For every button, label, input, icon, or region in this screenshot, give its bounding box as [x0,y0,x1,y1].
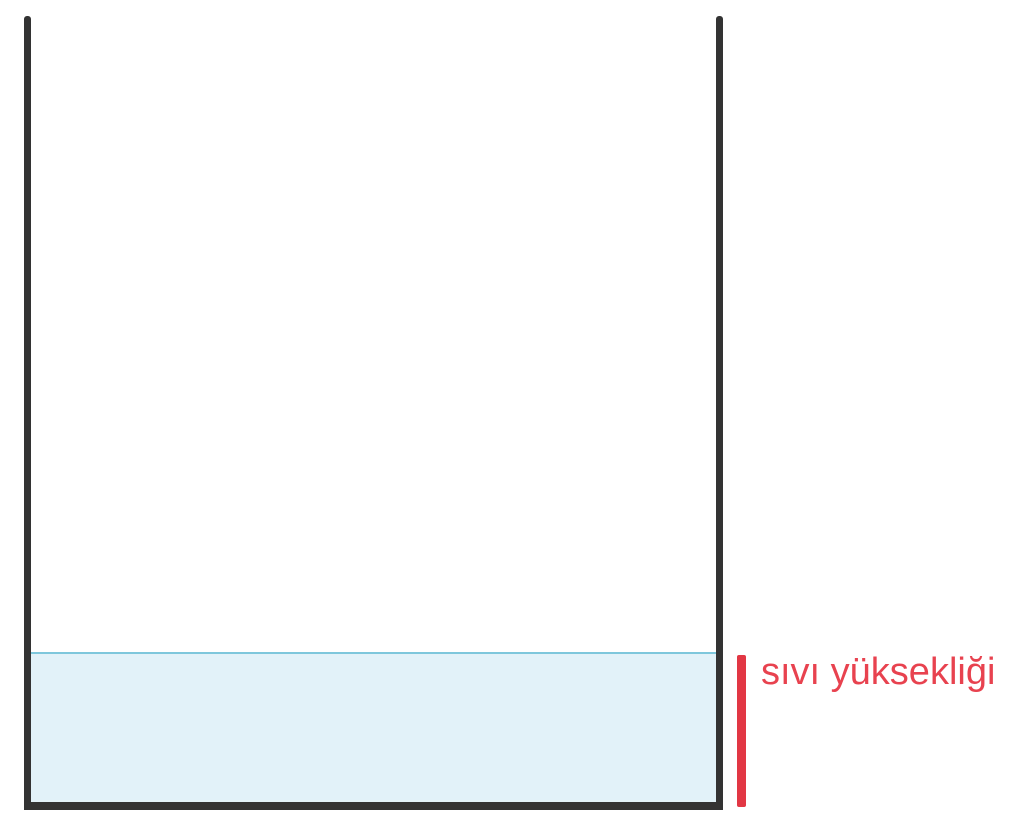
container-left-wall [24,16,31,810]
liquid-height-marker [737,655,746,807]
container-right-wall [716,16,723,810]
liquid-height-label: sıvı yüksekliği [761,651,996,693]
container-bottom-wall [24,802,723,810]
liquid [31,652,717,802]
